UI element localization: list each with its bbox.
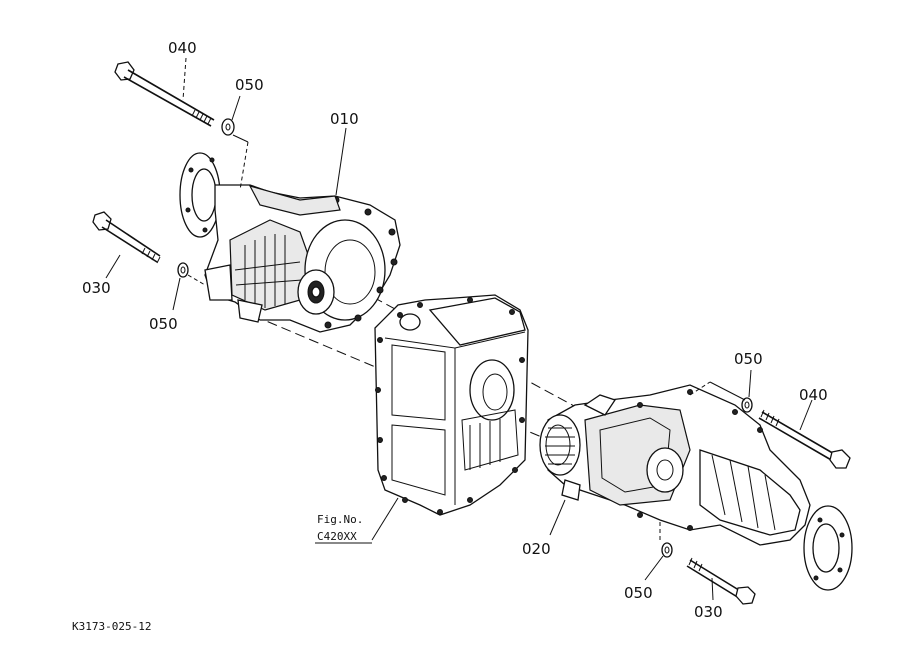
washer-050-upper <box>221 118 235 136</box>
figure-reference-line1: Fig.No. <box>317 513 363 526</box>
label-030-left: 030 <box>82 279 111 297</box>
left-axle-housing-010 <box>179 152 401 333</box>
washer-050-right-lower <box>661 542 673 558</box>
washer-050-right-upper <box>741 397 753 413</box>
label-010: 010 <box>330 110 359 128</box>
right-axle-housing-020 <box>539 384 811 546</box>
figure-reference-line2: C420XX <box>317 530 357 543</box>
bolt-030-left <box>92 211 161 264</box>
label-030-right: 030 <box>694 603 723 621</box>
label-020: 020 <box>522 540 551 558</box>
leader-lines <box>105 57 813 601</box>
label-050-right-lower: 050 <box>624 584 653 602</box>
bolt-030-right <box>686 557 756 605</box>
bolt-040-upper <box>114 61 215 127</box>
bolt-040-right <box>758 409 851 469</box>
right-flange <box>803 505 853 591</box>
washer-050-left <box>177 262 189 278</box>
figure-reference: Fig.No. C420XX <box>315 513 372 544</box>
label-050-left: 050 <box>149 315 178 333</box>
label-040-upper: 040 <box>168 39 197 57</box>
label-050-right-upper: 050 <box>734 350 763 368</box>
label-040-right: 040 <box>799 386 828 404</box>
drawing-code: K3173-025-12 <box>72 620 151 633</box>
center-transmission-case <box>374 294 529 516</box>
label-050-upper: 050 <box>235 76 264 94</box>
